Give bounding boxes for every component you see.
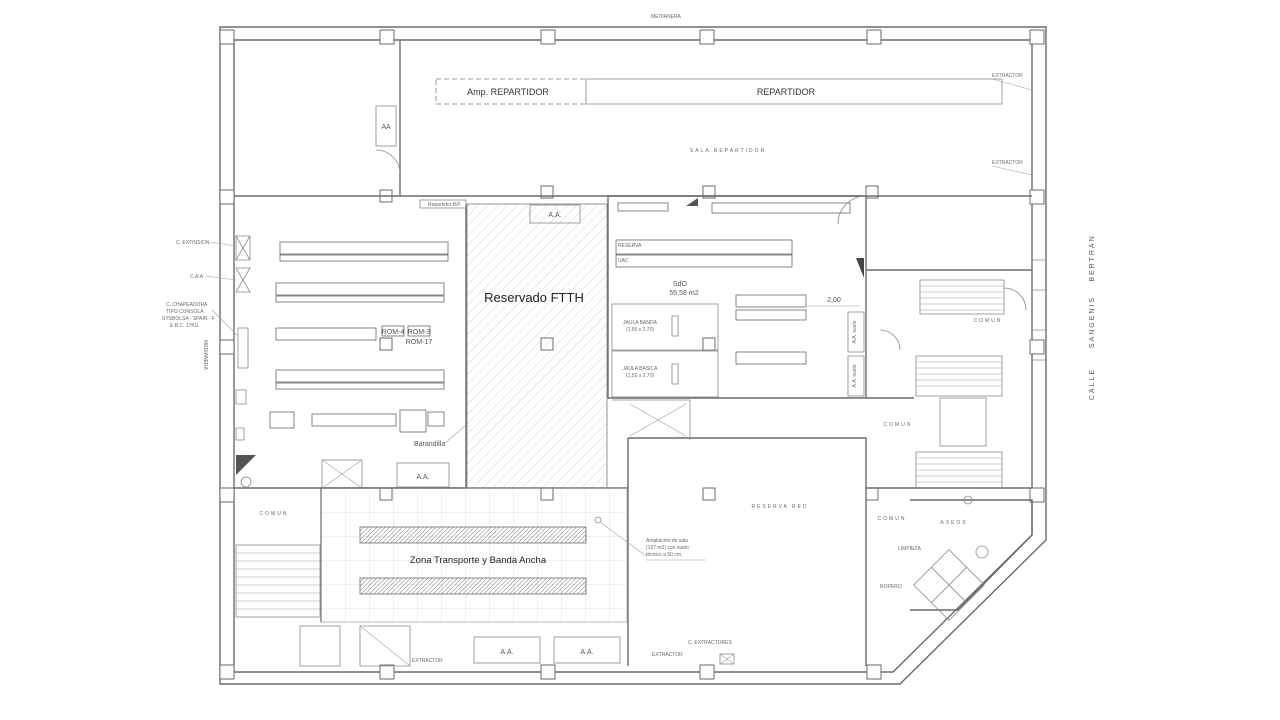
- left-edge-label: MEDIANERA: [202, 340, 208, 370]
- rack-row-4: [275, 369, 445, 390]
- jaula-banda-dim: (1,50 x 2,70): [626, 327, 654, 333]
- stairs-bottom-left: COMUN: [235, 511, 411, 667]
- reserva-red: RESERVA RED: [612, 399, 867, 666]
- zona-transporte-label: Zona Transporte y Banda Ancha: [410, 555, 547, 566]
- c-chapeadora-label-4: E.B.C. 17KG: [170, 323, 199, 329]
- jaula-basica-label: JAULA BASICA: [622, 366, 658, 372]
- repartidor-label: REPARTIDOR: [757, 87, 816, 97]
- aa-box-label: AA: [381, 124, 391, 131]
- sala-repartidor-label: SALA REPARTIDOR: [690, 148, 766, 154]
- left-equipment-room: Repartidor B/F C. EXTINSION C.A.A. C. CH…: [162, 199, 467, 489]
- zona-transporte: Zona Transporte y Banda Ancha A.A. A.A. …: [320, 438, 706, 666]
- aseos-label: ASEOS: [940, 520, 967, 526]
- sala-repartidor: Amp. REPARTIDOR REPARTIDOR SALA REPARTID…: [234, 40, 1033, 197]
- rom3-label: ROM-3: [408, 329, 431, 336]
- sdo-room: SdO 55,58 m2 2,00 RESERVA UAC JAULA BAND…: [607, 195, 867, 399]
- reserva-label: RESERVA: [618, 243, 642, 249]
- aa-label-bottom-2: A.A.: [580, 649, 593, 656]
- ampliacion-label-2: (107 m2) con suelo: [646, 545, 689, 551]
- sdo-rack-rows: RESERVA UAC: [615, 239, 807, 365]
- c-extractores-label: C. EXTRACTORES: [688, 640, 732, 646]
- aa-label-ftth: A.A.: [548, 212, 561, 219]
- extractor-label-4: EXTRACTOR: [652, 652, 683, 658]
- ropero-label: ROPERO: [880, 584, 902, 590]
- aa-suelo-label-1: A.A. suelo: [852, 320, 858, 343]
- outer-walls: [219, 26, 1047, 685]
- rack-row-5: [269, 409, 445, 433]
- aa-label-bottom-1: A.A.: [500, 649, 513, 656]
- limpieza-label: LIMPIEZA: [898, 546, 921, 552]
- comun-label-1: COMUN: [974, 318, 1003, 324]
- reserva-red-label: RESERVA RED: [751, 504, 808, 510]
- extractor-label-3: EXTRACTOR: [412, 658, 443, 664]
- repartidor-bf-label: Repartidor B/F: [428, 202, 461, 208]
- aseos-area: ASEOS LIMPIEZA ROPERO: [880, 495, 1033, 621]
- rack-row-2: [275, 282, 445, 303]
- reservado-ftth-label: Reservado FTTH: [484, 290, 584, 305]
- caa-label: C.A.A.: [190, 274, 204, 280]
- street-calle: CALLE: [1089, 368, 1096, 400]
- amp-repartidor-label: Amp. REPARTIDOR: [467, 87, 549, 97]
- rom4-label: ROM-4: [382, 329, 405, 336]
- jaula-banda-label: JAULA BANDA: [623, 320, 658, 326]
- rack-row-3: ROM-4 ROM-3 ROM-17: [275, 325, 433, 346]
- extractor-label-2: EXTRACTOR: [992, 160, 1023, 166]
- ampliacion-label-3: técnico a 50 cm: [646, 552, 681, 558]
- dimension-200: 2,00: [827, 297, 841, 304]
- comun-label-2: COMUN: [884, 422, 913, 428]
- rack-row-1: [279, 241, 449, 262]
- aa-label-left: A.A.: [416, 474, 429, 481]
- ampliacion-label-1: Ampliación de sala: [646, 538, 688, 544]
- top-edge-label: MEDIANERA: [651, 14, 681, 20]
- c-chapeadora-label-2: TIPO CONSOLA: [166, 309, 204, 315]
- structural-columns: [219, 29, 1045, 680]
- comun-label-3: COMUN: [878, 516, 907, 522]
- sdo-label: SdO: [673, 281, 688, 288]
- aa-suelo-label-2: A.A. suelo: [852, 364, 858, 387]
- c-extinsion-label: C. EXTINSION: [176, 240, 210, 246]
- stairs-right: COMUN COMUN COMUN: [866, 269, 1032, 522]
- c-chapeadora-label-1: C. CHAPEADORA: [166, 302, 208, 308]
- street-bertran: BERTRAN: [1089, 234, 1096, 281]
- reservado-ftth-area: A.A. Reservado FTTH: [466, 203, 608, 489]
- street-sangenis: SANGENIS: [1089, 296, 1096, 348]
- jaula-basica-dim: (1,50 x 2,70): [626, 373, 654, 379]
- rom17-label: ROM-17: [406, 339, 433, 346]
- uac-label: UAC: [618, 258, 629, 264]
- c-chapeadora-label-3: SYSBOLSA - SPAIN - F: [162, 316, 215, 322]
- barandilla-label: Barandilla: [414, 441, 445, 448]
- extractor-label-1: EXTRACTOR: [992, 73, 1023, 79]
- sdo-area-label: 55,58 m2: [669, 290, 698, 297]
- comun-label-4: COMUN: [260, 511, 289, 517]
